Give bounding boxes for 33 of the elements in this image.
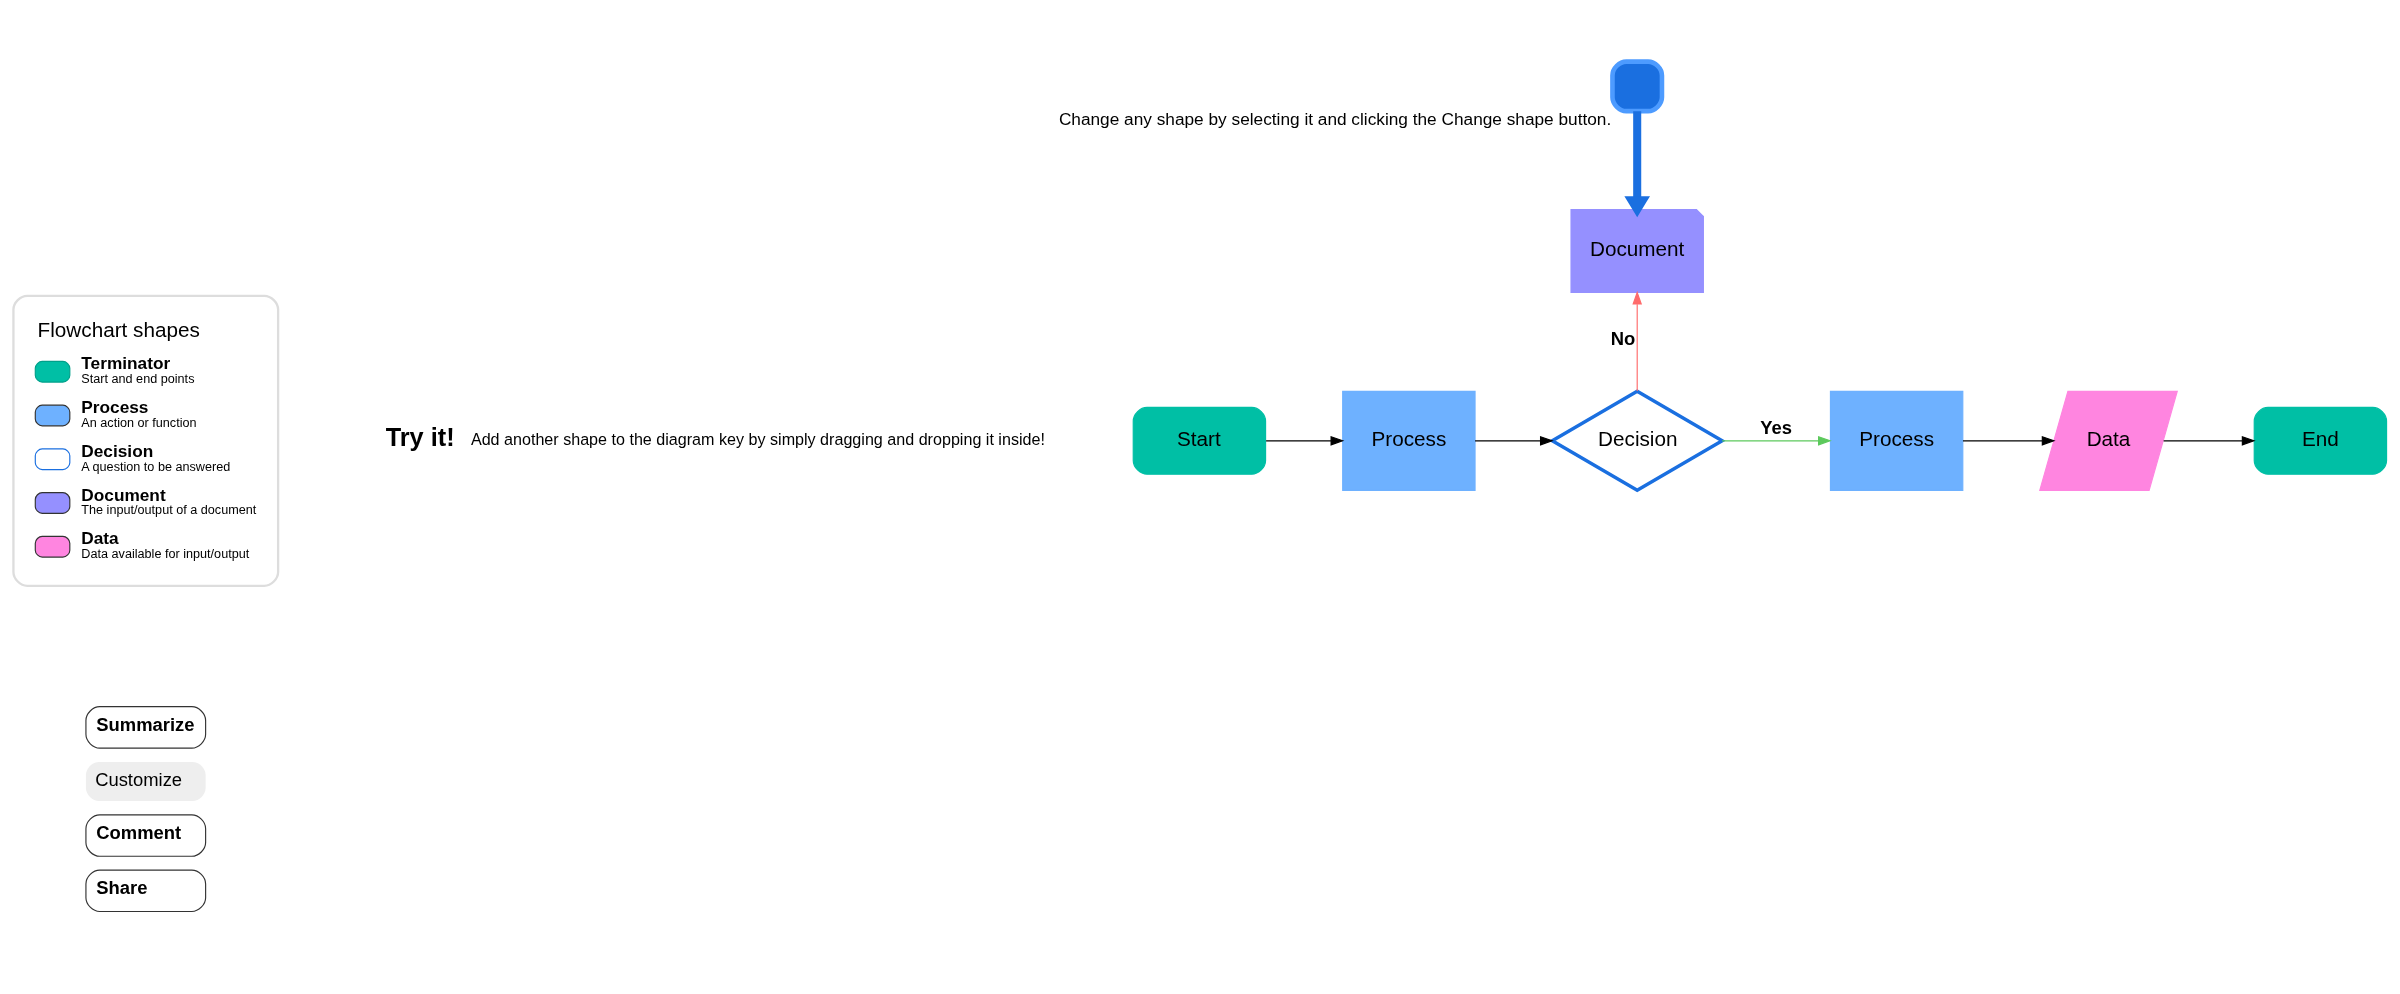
legend-label: Terminator [81, 352, 171, 373]
node-box: Process [1829, 390, 1964, 491]
label: Summarize [96, 713, 195, 735]
label: Customize [95, 768, 183, 790]
arrow [1624, 110, 1651, 217]
arrow [1962, 435, 2056, 446]
label: Add another shape to the diagram key by simply dragging and dropping it inside! [470, 429, 1045, 448]
label: Start and end points [81, 371, 195, 386]
node-label: Change any shape by selecting it and clicking the Change shape button. [1058, 108, 1612, 129]
edge-label: No [1610, 327, 1636, 349]
label: Try it! [385, 422, 455, 451]
arrow [2163, 435, 2256, 446]
label: Share [96, 876, 148, 898]
arrow [1474, 435, 1554, 446]
node-diamond: Decision [1548, 388, 1726, 492]
label: An action or function [81, 415, 197, 430]
label: A question to be answered [81, 459, 231, 474]
node-box: End [2253, 406, 2388, 475]
arrow [1632, 290, 1643, 391]
edge-label: Yes [1760, 416, 1792, 438]
legend-label: Data [81, 527, 119, 548]
node-box: Start [1132, 406, 1267, 475]
node-box: Process [1342, 390, 1476, 491]
node-box [1610, 58, 1665, 113]
label: Flowchart shapes [37, 317, 200, 341]
legend-label: Document [81, 484, 166, 505]
label: Comment [96, 821, 182, 843]
legend-label: Decision [81, 440, 154, 461]
legend-label: Process [81, 396, 149, 417]
label: Data available for input/output [81, 546, 250, 561]
arrow [1265, 435, 1345, 446]
arrow [1721, 435, 1832, 446]
label: The input/output of a document [81, 502, 257, 517]
